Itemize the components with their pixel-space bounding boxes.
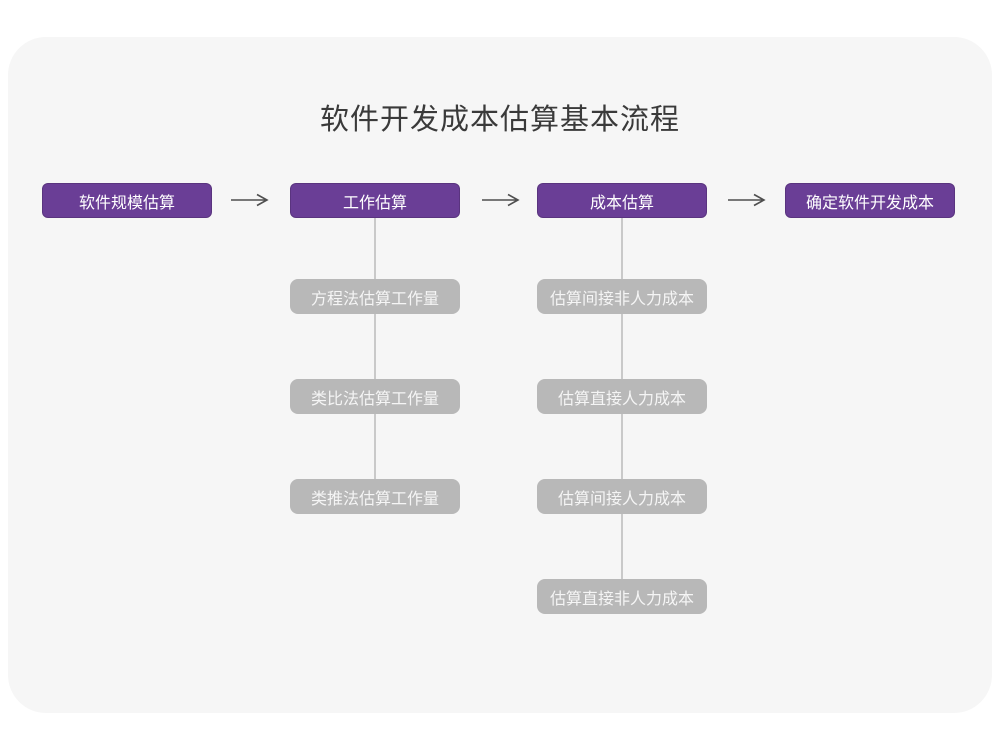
sub-node-indirect-nonlabor-cost: 估算间接非人力成本 bbox=[537, 279, 707, 314]
flow-arrow-2 bbox=[482, 193, 520, 207]
flow-arrow-1 bbox=[231, 193, 269, 207]
sub-node-indirect-labor-cost: 估算间接人力成本 bbox=[537, 479, 707, 514]
sub-node-extrapolation-method: 类推法估算工作量 bbox=[290, 479, 460, 514]
sub-node-direct-nonlabor-cost: 估算直接非人力成本 bbox=[537, 579, 707, 614]
sub-node-analogy-method: 类比法估算工作量 bbox=[290, 379, 460, 414]
sub-node-equation-method: 方程法估算工作量 bbox=[290, 279, 460, 314]
flow-arrow-3 bbox=[728, 193, 766, 207]
stage-node-software-size-estimation: 软件规模估算 bbox=[42, 183, 212, 218]
stage-node-cost-estimation: 成本估算 bbox=[537, 183, 707, 218]
diagram-card bbox=[8, 37, 992, 713]
connector-line-work-estimation bbox=[374, 218, 376, 480]
stage-node-work-estimation: 工作估算 bbox=[290, 183, 460, 218]
diagram-title: 软件开发成本估算基本流程 bbox=[319, 104, 680, 136]
stage-node-determine-dev-cost: 确定软件开发成本 bbox=[785, 183, 955, 218]
sub-node-direct-labor-cost: 估算直接人力成本 bbox=[537, 379, 707, 414]
